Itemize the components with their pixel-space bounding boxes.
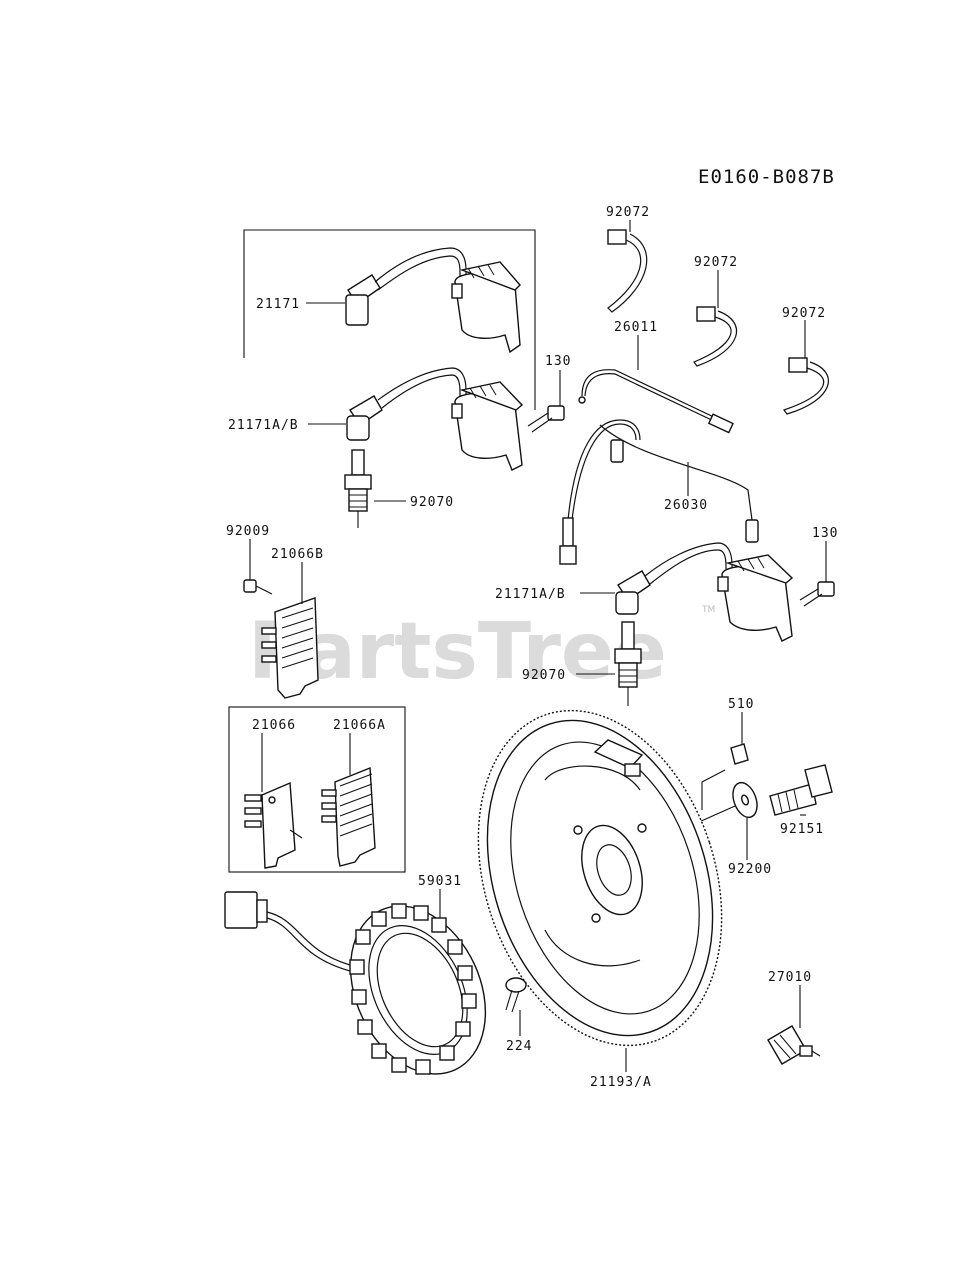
label-27010: 27010	[768, 970, 812, 985]
sensor-27010[interactable]	[767, 1025, 821, 1065]
clip-92072-c[interactable]	[783, 357, 829, 415]
bolt-130-upper[interactable]	[527, 405, 565, 433]
regulator-21066a[interactable]	[321, 766, 376, 867]
watermark-trademark: TM	[701, 605, 715, 615]
label-510: 510	[728, 697, 754, 712]
label-224: 224	[506, 1039, 532, 1054]
stator-59031[interactable]	[325, 884, 512, 1096]
regulator-21066b[interactable]	[261, 597, 319, 699]
clip-92072-b[interactable]	[693, 306, 737, 367]
flywheel-21193a[interactable]	[437, 679, 762, 1077]
bolt-92151[interactable]	[769, 764, 833, 816]
label-130-upper: 130	[545, 354, 571, 369]
label-26030: 26030	[664, 498, 708, 513]
label-26011: 26011	[614, 320, 658, 335]
leader-lines	[249, 220, 827, 1072]
label-21171ab-upper: 21171A/B	[228, 418, 299, 433]
bolt-130-lower[interactable]	[799, 581, 835, 607]
watermark: PartsTree	[248, 607, 667, 697]
regulator-21066[interactable]	[244, 781, 303, 869]
bolt-224[interactable]	[505, 977, 527, 1013]
label-21171ab-lower: 21171A/B	[495, 587, 566, 602]
group-box-21066	[228, 706, 406, 873]
spark-plug-92070-lower[interactable]	[614, 621, 642, 706]
label-92070-upper: 92070	[410, 495, 454, 510]
label-21171: 21171	[256, 297, 300, 312]
spark-plug-92070-upper[interactable]	[344, 449, 372, 528]
label-92072-b: 92072	[694, 255, 738, 270]
label-92070-lower: 92070	[522, 668, 566, 683]
label-21066a: 21066A	[333, 718, 386, 733]
label-21066: 21066	[252, 718, 296, 733]
ignition-coil-21171[interactable]	[345, 247, 521, 354]
key-510[interactable]	[730, 743, 749, 765]
bolt-92009[interactable]	[243, 579, 273, 595]
label-92072-c: 92072	[782, 306, 826, 321]
label-21066b: 21066B	[271, 547, 324, 562]
wire-harness-26030[interactable]	[559, 419, 759, 565]
clip-92072-a[interactable]	[607, 229, 648, 313]
wire-26011[interactable]	[578, 369, 734, 434]
label-130-lower: 130	[812, 526, 838, 541]
stator-connector[interactable]	[224, 891, 351, 972]
washer-92200[interactable]	[729, 779, 762, 820]
diagram-reference: E0160-B087B	[698, 166, 835, 188]
group-bracket-21171	[243, 229, 536, 410]
label-21193a: 21193/A	[590, 1075, 652, 1090]
leader-key-washer	[701, 769, 726, 810]
label-92151: 92151	[780, 822, 824, 837]
label-92009: 92009	[226, 524, 270, 539]
label-92072-a: 92072	[606, 205, 650, 220]
label-92200: 92200	[728, 862, 772, 877]
label-59031: 59031	[418, 874, 462, 889]
ignition-coil-21171ab-upper[interactable]	[346, 367, 524, 471]
ignition-coil-21171ab-lower[interactable]	[615, 542, 794, 642]
